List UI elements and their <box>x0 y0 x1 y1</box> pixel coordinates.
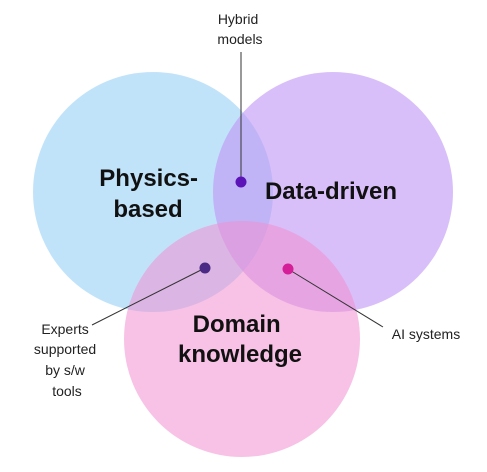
domain-knowledge-circle <box>124 221 360 457</box>
hybrid-models-dot <box>235 176 247 188</box>
experts-supported-label-line1: Experts <box>41 321 88 337</box>
domain-knowledge-label-line2: knowledge <box>178 341 302 368</box>
ai-systems-label: AI systems <box>392 326 460 342</box>
experts-supported-label-line4: tools <box>52 383 82 399</box>
physics-based-label-line2: based <box>113 196 182 223</box>
domain-knowledge-label-line1: Domain <box>193 311 281 338</box>
experts-supported-label-line2: supported <box>34 341 96 357</box>
physics-based-label-line1: Physics- <box>99 165 198 192</box>
hybrid-models-label-line1: Hybrid <box>218 11 258 27</box>
hybrid-models-label: Hybrid models <box>217 11 262 47</box>
experts-dot <box>199 262 211 274</box>
physics-based-label: Physics- based <box>99 165 204 223</box>
domain-knowledge-label: Domain knowledge <box>178 311 302 368</box>
ai-systems-dot <box>282 263 294 275</box>
experts-supported-label: Experts supported by s/w tools <box>34 321 100 399</box>
data-driven-label: Data-driven <box>265 178 397 205</box>
experts-leader-line <box>91 267 206 326</box>
ai-systems-leader-line <box>287 268 384 328</box>
experts-supported-label-line3: by s/w <box>45 362 86 378</box>
hybrid-models-label-line2: models <box>217 31 262 47</box>
